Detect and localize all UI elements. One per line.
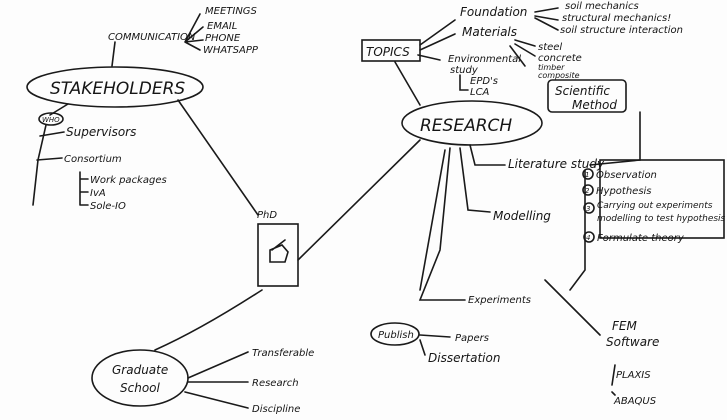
supervisors-label: Supervisors	[66, 125, 136, 139]
gs-discipline: Discipline	[252, 404, 300, 415]
environmental-label-1: Environmental	[448, 54, 521, 65]
publish-papers: Papers	[455, 333, 489, 344]
scientific-method-node	[547, 79, 627, 113]
modelling-label: Modelling	[493, 209, 551, 223]
consortium-work-packages: Work packages	[90, 175, 167, 186]
phd-node	[257, 223, 299, 287]
publish-dissertation: Dissertation	[428, 351, 500, 365]
fem-label-1: FEM	[612, 319, 637, 333]
step-formulate-theory: Formulate theory	[597, 233, 685, 244]
environmental-label-2: study	[450, 65, 479, 76]
environmental-lca: LCA	[470, 87, 490, 98]
gs-research: Research	[252, 378, 299, 389]
phd-label: PhD	[257, 210, 277, 221]
materials-steel: steel	[538, 42, 562, 53]
fem-abaqus: ABAQUS	[613, 396, 657, 407]
step-number: 4	[586, 234, 590, 242]
stakeholders-node	[26, 66, 204, 108]
step-number: 2	[585, 187, 590, 195]
step-observation: Observation	[596, 170, 657, 181]
comm-whatsapp: WHATSAPP	[203, 45, 259, 56]
environmental-epd: EPD's	[470, 76, 498, 87]
comm-email: EMAIL	[207, 21, 237, 32]
graduate-school-label-2: School	[120, 381, 161, 395]
publish-node	[370, 322, 420, 346]
step-number: 3	[586, 205, 590, 213]
step-modelling: modelling to test hypothesis	[597, 214, 726, 224]
communication-label: COMMUNICATION	[108, 32, 196, 43]
comm-meetings: MEETINGS	[205, 6, 258, 17]
step-hypothesis: Hypothesis	[596, 186, 652, 197]
materials-composite: composite	[538, 71, 580, 80]
stakeholders-label: STAKEHOLDERS	[50, 79, 185, 99]
foundation-structural-mechanics: structural mechanics!	[562, 13, 671, 24]
experiments-label: Experiments	[468, 295, 531, 306]
foundation-label: Foundation	[460, 5, 527, 19]
consortium-iva: IvA	[90, 188, 106, 199]
graduation-cap-icon	[269, 239, 289, 263]
research-label: RESEARCH	[420, 116, 512, 136]
comm-phone: PHONE	[205, 33, 241, 44]
foundation-soil-structure: soil structure interaction	[560, 25, 683, 36]
gs-transferable: Transferable	[252, 348, 314, 359]
materials-timber: timber	[538, 63, 565, 72]
fem-label-2: Software	[606, 335, 659, 349]
literature-study-label: Literature study	[508, 157, 605, 171]
publish-label: Publish	[378, 330, 414, 341]
graduate-school-label-1: Graduate	[112, 363, 168, 377]
who-node	[38, 112, 64, 126]
step-number: 1	[585, 171, 589, 179]
fem-plaxis: PLAXIS	[616, 370, 651, 381]
connectors	[32, 7, 641, 409]
scientific-method-label-2: Method	[572, 98, 617, 112]
method-steps: 1 2 3 4 Observation Hypothesis Carrying …	[582, 168, 726, 244]
consortium-label: Consortium	[64, 154, 122, 165]
step-experiments: Carrying out experiments	[597, 201, 713, 211]
topics-node	[361, 39, 421, 62]
who-label: WHO	[42, 116, 60, 124]
method-steps-box	[599, 159, 725, 239]
graduate-school-node	[91, 349, 189, 407]
materials-concrete: concrete	[538, 53, 582, 64]
scientific-method-label-1: Scientific	[555, 84, 610, 98]
consortium-sole-io: Sole-IO	[90, 201, 126, 212]
materials-label: Materials	[462, 25, 517, 39]
research-node	[401, 100, 543, 146]
topics-label: TOPICS	[366, 45, 410, 59]
foundation-soil-mechanics: soil mechanics	[565, 1, 639, 12]
